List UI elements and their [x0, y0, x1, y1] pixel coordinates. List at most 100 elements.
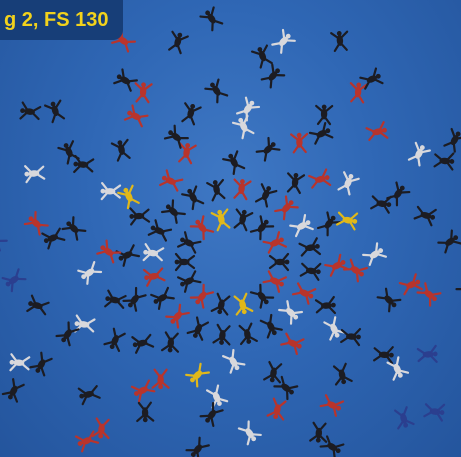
- skydiver-figure: [315, 104, 334, 126]
- skydiver-figure: [123, 104, 149, 128]
- skydiver-figure: [185, 362, 210, 388]
- skydiver-figure: [24, 165, 46, 184]
- skydiver-figure: [204, 78, 229, 104]
- skydiver-figure: [263, 360, 283, 384]
- skydiver-figure: [268, 252, 290, 272]
- skydiver-figure: [340, 327, 362, 347]
- skydiver-figure: [130, 379, 156, 403]
- skydiver-figure: [254, 183, 278, 208]
- skydiver-figure: [205, 384, 229, 409]
- skydiver-figure: [9, 353, 31, 372]
- skydiver-figure: [160, 199, 186, 224]
- skydiver-figure: [100, 182, 122, 201]
- skydiver-figure: [237, 420, 262, 446]
- skydiver-figure: [163, 124, 189, 149]
- skydiver-figure: [122, 286, 147, 312]
- skydiver-figure: [160, 331, 180, 353]
- skydiver-figure: [290, 132, 309, 154]
- skydiver-figure: [437, 229, 461, 254]
- skydiver-figure: [233, 292, 254, 316]
- skydiver-figure: [147, 219, 173, 242]
- skydiver-figure: [332, 362, 353, 386]
- skydiver-figure: [342, 258, 368, 283]
- skydiver-figure: [210, 292, 231, 316]
- skydiver-figure: [443, 127, 461, 153]
- skydiver-figure: [324, 253, 349, 277]
- skydiver-figure: [77, 260, 103, 285]
- skydiver-figure: [455, 288, 461, 291]
- skydiver-figure: [407, 141, 431, 167]
- skydiver-figure: [291, 282, 317, 305]
- skydiver-figure: [249, 215, 275, 241]
- skydiver-figure: [298, 237, 321, 257]
- skydiver-figure: [189, 283, 215, 309]
- skydiver-figure: [136, 401, 155, 423]
- skydiver-figure: [273, 375, 299, 401]
- skydiver-figure: [271, 28, 296, 54]
- skydiver-figure: [416, 282, 442, 307]
- skydiver-figure: [262, 231, 287, 254]
- skydiver-figure: [129, 207, 151, 226]
- skydiver-figure: [168, 30, 189, 55]
- skydiver-figure: [278, 300, 304, 325]
- skydiver-figure: [177, 231, 202, 254]
- skydiver-figure: [91, 417, 110, 440]
- skydiver-figure: [323, 316, 346, 341]
- skydiver-figure: [349, 82, 368, 104]
- skydiver-figure: [165, 303, 190, 329]
- skydiver-figure: [77, 385, 101, 406]
- skydiver-figure: [113, 68, 138, 92]
- skydiver-figure: [337, 171, 360, 196]
- skydiver-figure: [117, 184, 140, 210]
- skydiver-figure: [44, 99, 66, 124]
- skydiver-figure: [398, 273, 423, 296]
- skydiver-figure: [335, 211, 359, 231]
- skydiver-figure: [259, 313, 283, 339]
- skydiver-figure: [250, 44, 273, 69]
- skydiver-figure: [23, 211, 49, 236]
- skydiver-figure: [308, 168, 332, 189]
- skydiver-figure: [55, 321, 80, 347]
- skydiver-figure: [1, 378, 25, 403]
- skydiver-figure: [416, 344, 438, 363]
- skydiver-figure: [134, 82, 153, 104]
- skydiver-figure: [319, 435, 345, 457]
- skydiver-figure: [236, 96, 261, 122]
- skydiver-figure: [150, 286, 175, 310]
- skydiver-figure: [433, 152, 455, 171]
- skydiver-figure: [103, 327, 126, 353]
- skydiver-figure: [0, 239, 8, 252]
- skydiver-figure: [222, 348, 246, 374]
- skydiver-figure: [280, 332, 305, 356]
- skydiver-figure: [178, 142, 197, 165]
- skydiver-figure: [362, 242, 387, 266]
- skydiver-figure: [151, 368, 170, 390]
- skydiver-figure: [260, 63, 286, 89]
- skydiver-figure: [413, 205, 437, 227]
- skydiver-figure: [19, 101, 42, 121]
- skydiver-figure: [181, 185, 205, 211]
- skydiver-figure: [29, 351, 53, 377]
- skydiver-figure: [319, 394, 345, 417]
- skydiver-figure: [131, 333, 155, 354]
- skydiver-figure: [199, 6, 224, 32]
- skydiver-figure: [159, 169, 184, 192]
- skydiver-figure: [266, 397, 287, 421]
- skydiver-figure: [314, 295, 337, 315]
- skydiver-figure: [189, 215, 215, 241]
- skydiver-figure: [386, 356, 410, 381]
- skydiver-figure: [373, 346, 394, 365]
- skydiver-figure: [174, 252, 196, 272]
- skydiver-figure: [181, 102, 202, 126]
- skydiver-figure: [142, 243, 165, 262]
- skydiver-figure: [1, 268, 27, 293]
- skydiver-figure: [359, 67, 384, 90]
- skydiver-figure: [262, 270, 287, 293]
- skydiver-figure: [110, 138, 131, 162]
- skydiver-figure: [115, 244, 141, 267]
- skydiver-figure: [177, 270, 202, 293]
- skydiver-figure: [365, 121, 389, 142]
- skydiver-figure: [26, 294, 50, 316]
